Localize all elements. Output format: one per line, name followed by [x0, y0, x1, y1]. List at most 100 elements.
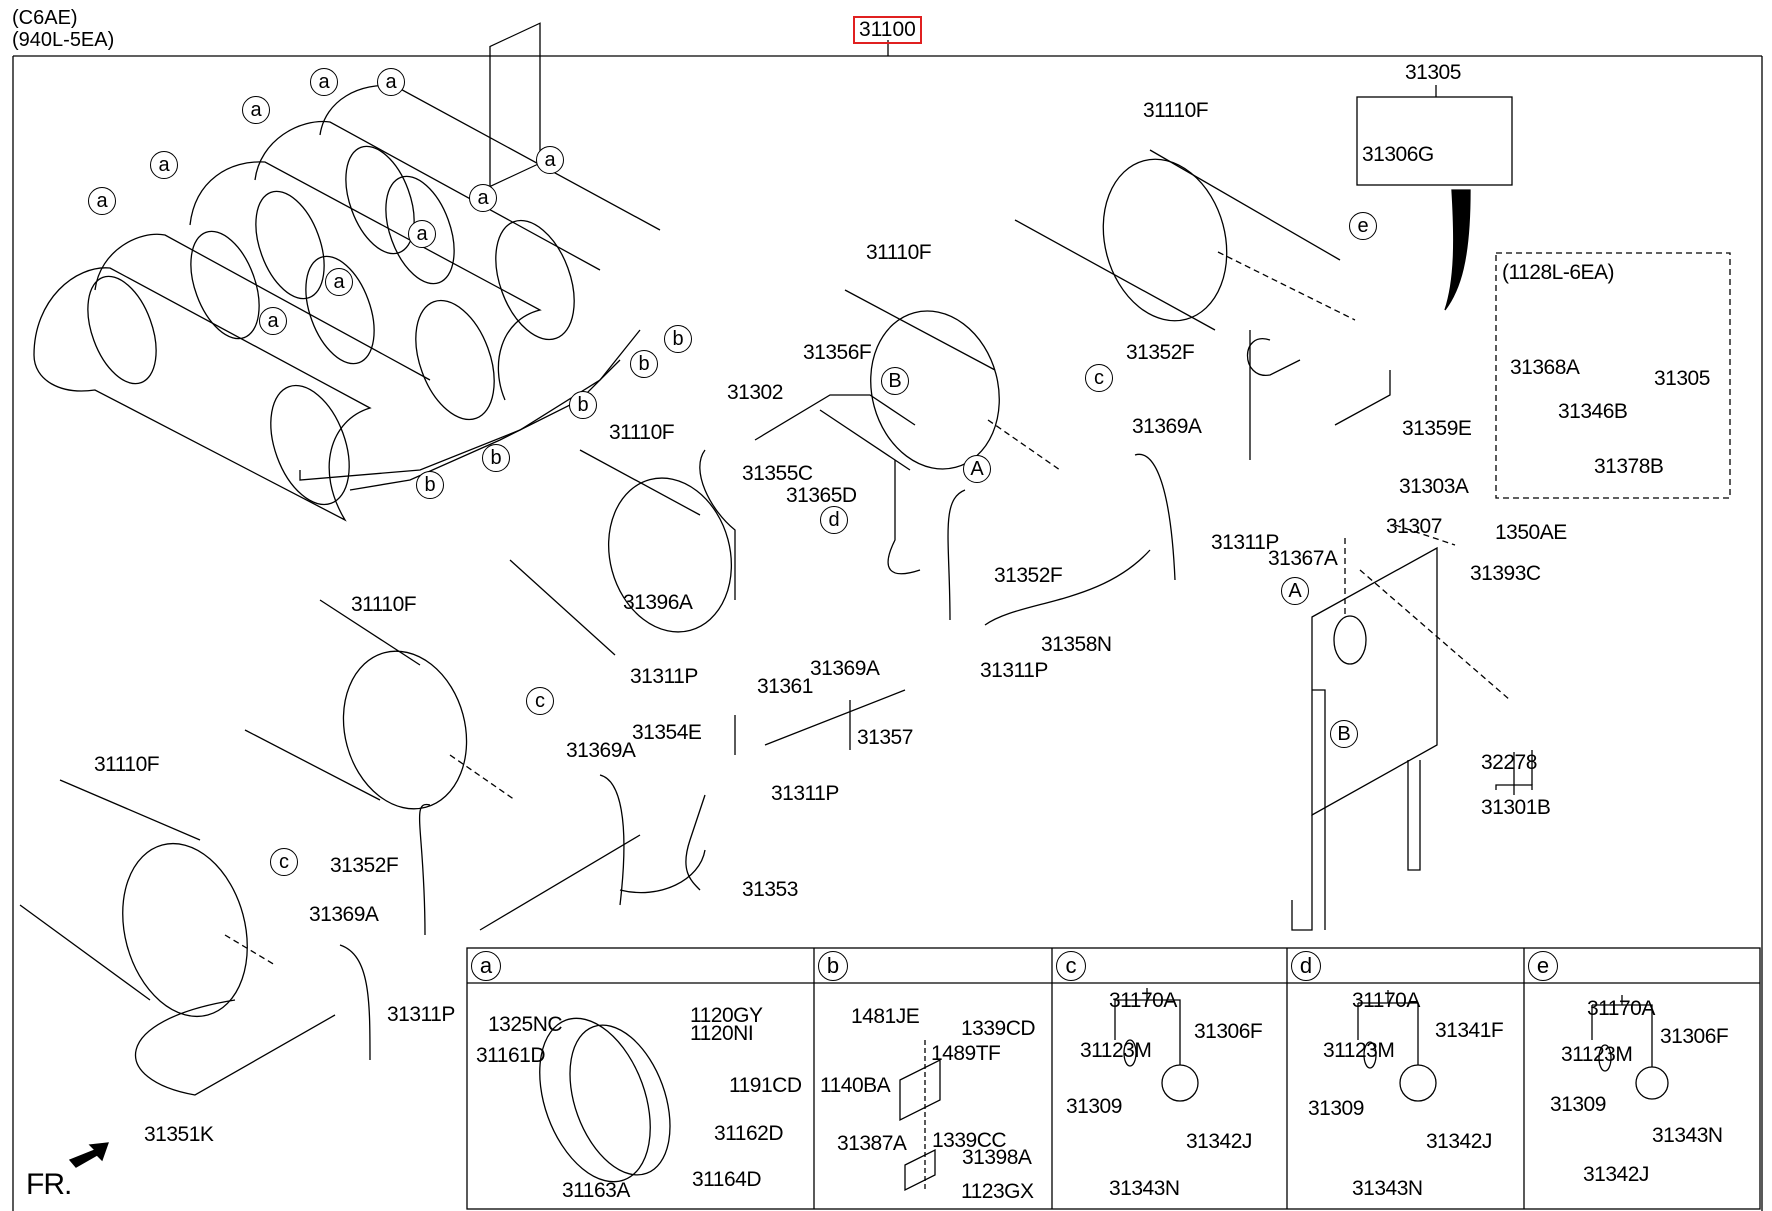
panel-c-title[interactable]: c	[1056, 951, 1086, 981]
part-label[interactable]: 31352F	[330, 854, 399, 877]
part-label[interactable]: 31387A	[837, 1132, 907, 1155]
callout-a[interactable]: a	[88, 187, 116, 215]
part-label[interactable]: 31396A	[623, 591, 693, 614]
callout-a[interactable]: a	[150, 151, 178, 179]
part-label[interactable]: 31164D	[692, 1168, 762, 1191]
part-label[interactable]: 31301B	[1481, 796, 1551, 819]
part-label[interactable]: 31343N	[1652, 1124, 1723, 1147]
part-label[interactable]: 31378B	[1594, 455, 1664, 478]
part-label[interactable]: 31306F	[1194, 1020, 1263, 1043]
part-label[interactable]: 31342J	[1583, 1163, 1649, 1186]
part-label[interactable]: 1325NC	[488, 1013, 563, 1036]
part-label[interactable]: 31305	[1405, 61, 1461, 84]
panel-e-title[interactable]: e	[1528, 951, 1558, 981]
callout-c[interactable]: c	[1085, 364, 1113, 392]
part-label[interactable]: 31110F	[1143, 99, 1209, 122]
part-label[interactable]: 31303A	[1399, 475, 1469, 498]
panel-b-title[interactable]: b	[818, 951, 848, 981]
part-label[interactable]: 31170A	[1587, 997, 1655, 1020]
callout-A[interactable]: A	[1281, 577, 1309, 605]
part-label[interactable]: 31311P	[387, 1003, 455, 1026]
callout-a[interactable]: a	[310, 68, 338, 96]
part-label[interactable]: 31343N	[1109, 1177, 1180, 1200]
part-label[interactable]: 31342J	[1426, 1130, 1492, 1153]
part-label[interactable]: 31123M	[1561, 1043, 1633, 1066]
part-label[interactable]: 31110F	[866, 241, 932, 264]
part-label[interactable]: 1120NI	[690, 1022, 754, 1045]
part-label[interactable]: 31361	[757, 675, 813, 698]
part-label[interactable]: 31398A	[962, 1146, 1032, 1169]
part-label[interactable]: 1350AE	[1495, 521, 1567, 544]
callout-a[interactable]: a	[408, 220, 436, 248]
part-label[interactable]: 31359E	[1402, 417, 1472, 440]
callout-b[interactable]: b	[416, 471, 444, 499]
part-label[interactable]: 31162D	[714, 1122, 784, 1145]
callout-A[interactable]: A	[963, 455, 991, 483]
panel-a-title[interactable]: a	[471, 951, 501, 981]
part-label[interactable]: 31346B	[1558, 400, 1628, 423]
callout-b[interactable]: b	[630, 350, 658, 378]
part-label[interactable]: 31393C	[1470, 562, 1541, 585]
part-label[interactable]: 31357	[857, 726, 913, 749]
part-label[interactable]: 1140BA	[820, 1074, 891, 1097]
part-label[interactable]: 1489TF	[931, 1042, 1001, 1065]
callout-a[interactable]: a	[469, 184, 497, 212]
part-label[interactable]: 1481JE	[851, 1005, 920, 1028]
part-label[interactable]: 31309	[1066, 1095, 1122, 1118]
part-label[interactable]: 31358N	[1041, 633, 1112, 656]
part-label[interactable]: 31302	[727, 381, 783, 404]
part-label[interactable]: 31309	[1308, 1097, 1364, 1120]
part-label[interactable]: 1339CD	[961, 1017, 1036, 1040]
callout-b[interactable]: b	[569, 391, 597, 419]
part-label[interactable]: 31341F	[1435, 1019, 1504, 1042]
part-label[interactable]: 31311P	[771, 782, 839, 805]
callout-B[interactable]: B	[1330, 720, 1358, 748]
part-label[interactable]: 31365D	[786, 484, 857, 507]
callout-a[interactable]: a	[242, 96, 270, 124]
part-label[interactable]: 31356F	[803, 341, 872, 364]
callout-b[interactable]: b	[664, 325, 692, 353]
part-label[interactable]: 31163A	[562, 1179, 630, 1202]
part-label[interactable]: 31305	[1654, 367, 1710, 390]
part-label[interactable]: 31311P	[1211, 531, 1279, 554]
callout-a[interactable]: a	[536, 146, 564, 174]
part-label[interactable]: 31123M	[1323, 1039, 1395, 1062]
callout-a[interactable]: a	[325, 268, 353, 296]
part-label[interactable]: 31352F	[1126, 341, 1195, 364]
part-label[interactable]: 31161D	[476, 1044, 546, 1067]
part-label[interactable]: 31369A	[1132, 415, 1202, 438]
part-label[interactable]: 31311P	[630, 665, 698, 688]
panel-d-title[interactable]: d	[1291, 951, 1321, 981]
part-label[interactable]: 31309	[1550, 1093, 1606, 1116]
callout-c[interactable]: c	[270, 848, 298, 876]
callout-B[interactable]: B	[881, 367, 909, 395]
callout-e[interactable]: e	[1349, 212, 1377, 240]
part-label[interactable]: 31123M	[1080, 1039, 1152, 1062]
callout-a[interactable]: a	[259, 307, 287, 335]
part-label[interactable]: 31354E	[632, 721, 702, 744]
callout-d[interactable]: d	[820, 506, 848, 534]
part-label[interactable]: 31369A	[810, 657, 880, 680]
part-label[interactable]: 31342J	[1186, 1130, 1252, 1153]
part-label[interactable]: 31369A	[566, 739, 636, 762]
part-label[interactable]: 31110F	[609, 421, 675, 444]
part-label[interactable]: 1120GY	[690, 1004, 763, 1027]
part-label[interactable]: 31307	[1386, 515, 1442, 538]
part-label[interactable]: 31170A	[1352, 989, 1420, 1012]
part-label[interactable]: 1123GX	[961, 1180, 1034, 1203]
part-label[interactable]: 1339CC	[932, 1129, 1007, 1152]
part-label[interactable]: 32278	[1481, 751, 1537, 774]
part-label[interactable]: 31306F	[1660, 1025, 1729, 1048]
part-label[interactable]: 31306G	[1362, 143, 1434, 166]
part-label[interactable]: 31311P	[980, 659, 1048, 682]
callout-b[interactable]: b	[482, 444, 510, 472]
part-label[interactable]: 31351K	[144, 1123, 214, 1146]
part-label[interactable]: 31369A	[309, 903, 379, 926]
part-label[interactable]: 31352F	[994, 564, 1063, 587]
part-label[interactable]: 31355C	[742, 462, 813, 485]
part-label[interactable]: 31353	[742, 878, 798, 901]
part-label[interactable]: 31367A	[1268, 547, 1338, 570]
callout-a[interactable]: a	[377, 68, 405, 96]
assembly-ref-box[interactable]: 31100	[853, 16, 922, 44]
part-label[interactable]: 31170A	[1109, 989, 1177, 1012]
